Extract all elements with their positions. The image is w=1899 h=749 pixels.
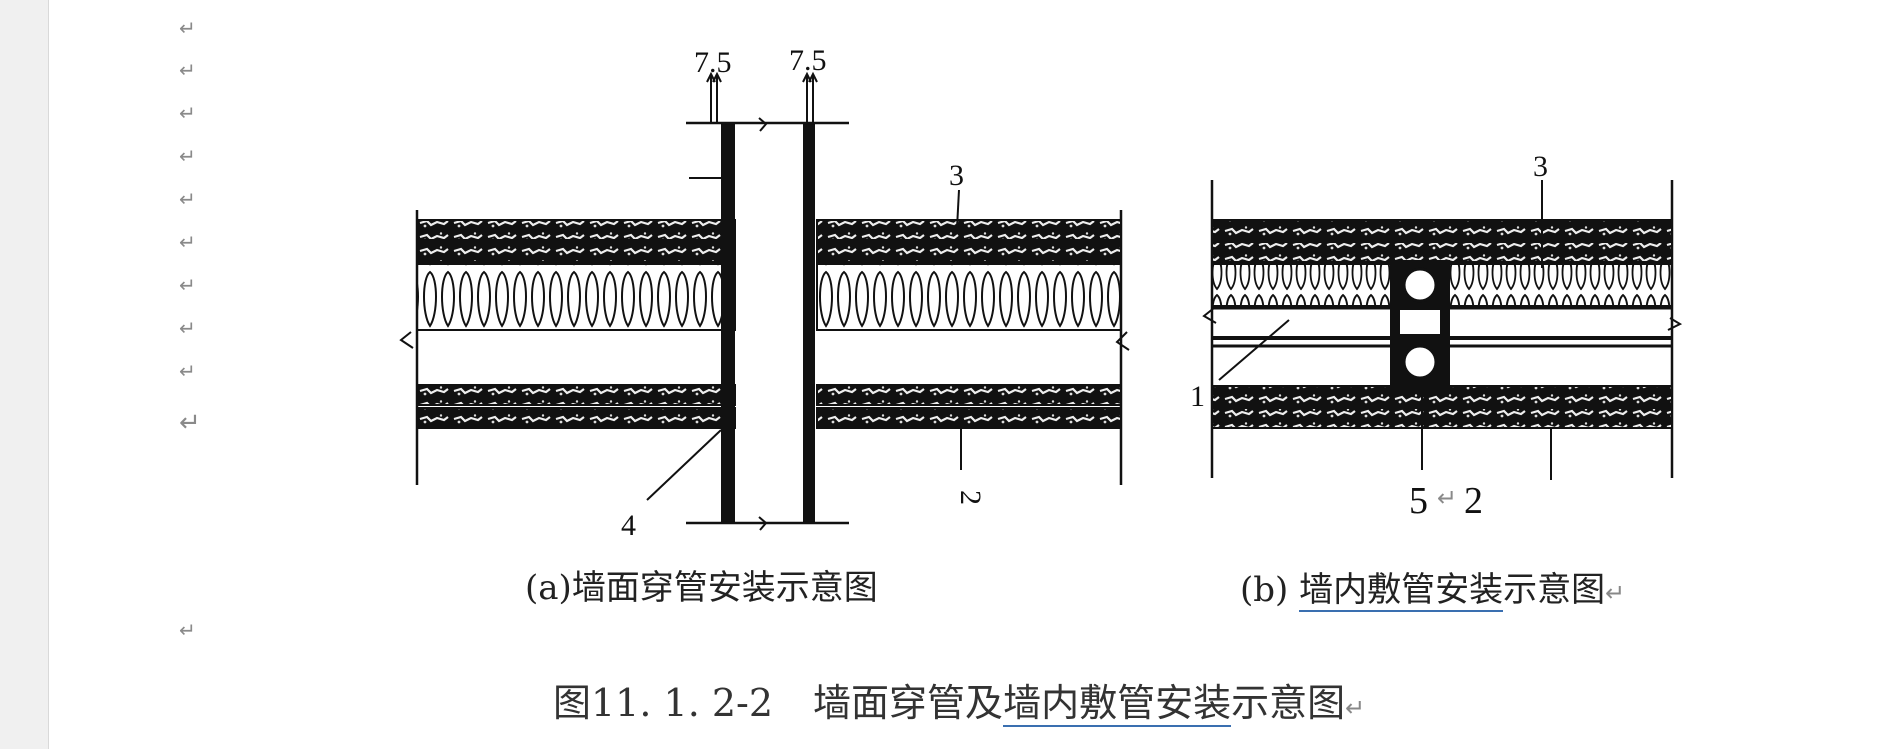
label-1: 1 bbox=[1190, 380, 1205, 413]
leader-3 bbox=[956, 189, 960, 229]
caption-b: (b) 墙内敷管安装示意图↵ bbox=[1240, 562, 1626, 612]
figure-caption-underlined: 墙内敷管安装 bbox=[1003, 681, 1232, 727]
figure-number: 图11. 1. 2-2 bbox=[553, 681, 774, 725]
paragraph-mark: ↵ bbox=[179, 144, 196, 168]
paragraph-mark: ↵ bbox=[179, 408, 201, 438]
figure-caption-part2: 示意图 bbox=[1231, 681, 1346, 725]
paragraph-mark: ↵ bbox=[1437, 484, 1458, 512]
label-4: 4 bbox=[621, 509, 636, 540]
paragraph-mark: ↵ bbox=[179, 316, 196, 340]
wall-left bbox=[399, 210, 736, 485]
wall-right bbox=[816, 210, 1130, 485]
label-3: 3 bbox=[1533, 150, 1548, 183]
embedded-conduit bbox=[1390, 260, 1450, 390]
figure-a-pipe-through-wall: 7.5 7.5 3 4 2 bbox=[399, 44, 1130, 540]
paragraph-mark: ↵ bbox=[1605, 579, 1626, 607]
paragraph-mark: ↵ bbox=[179, 618, 196, 642]
label-2: 2 bbox=[1464, 480, 1483, 520]
figure-caption: 图11. 1. 2-2 墙面穿管及墙内敷管安装示意图↵ bbox=[553, 672, 1365, 727]
pipe bbox=[686, 117, 849, 531]
paragraph-mark: ↵ bbox=[179, 16, 196, 40]
paragraph-mark: ↵ bbox=[1345, 694, 1366, 722]
paragraph-mark: ↵ bbox=[179, 359, 196, 383]
caption-b-rest: 示意图 bbox=[1503, 570, 1606, 610]
paragraph-mark: ↵ bbox=[179, 230, 196, 254]
leader-1 bbox=[1218, 319, 1290, 381]
caption-b-prefix: (b) bbox=[1240, 570, 1300, 610]
caption-a: (a)墙面穿管安装示意图 bbox=[525, 560, 878, 609]
label-2: 2 bbox=[954, 490, 987, 505]
caption-a-text: 墙面穿管安装示意图 bbox=[571, 568, 878, 608]
dimension-markers bbox=[706, 71, 818, 123]
leader-4 bbox=[646, 429, 722, 501]
paragraph-mark: ↵ bbox=[179, 58, 196, 82]
caption-b-underlined: 墙内敷管安装 bbox=[1299, 570, 1504, 612]
paragraph-mark: ↵ bbox=[179, 187, 196, 211]
document-page: ↵ ↵ ↵ ↵ ↵ ↵ ↵ ↵ ↵ ↵ ↵ bbox=[48, 0, 1899, 749]
caption-a-prefix: (a) bbox=[525, 568, 572, 608]
paragraph-mark: ↵ bbox=[179, 101, 196, 125]
figure-caption-part1: 墙面穿管及 bbox=[813, 681, 1004, 725]
label-3: 3 bbox=[949, 159, 964, 192]
label-5: 5 bbox=[1409, 480, 1428, 520]
label-7-5-left: 7.5 bbox=[694, 46, 732, 79]
label-7-5-right: 7.5 bbox=[789, 44, 827, 77]
figure-b-pipe-in-wall: 3 1 5 2 bbox=[1190, 150, 1683, 520]
paragraph-mark: ↵ bbox=[179, 273, 196, 297]
